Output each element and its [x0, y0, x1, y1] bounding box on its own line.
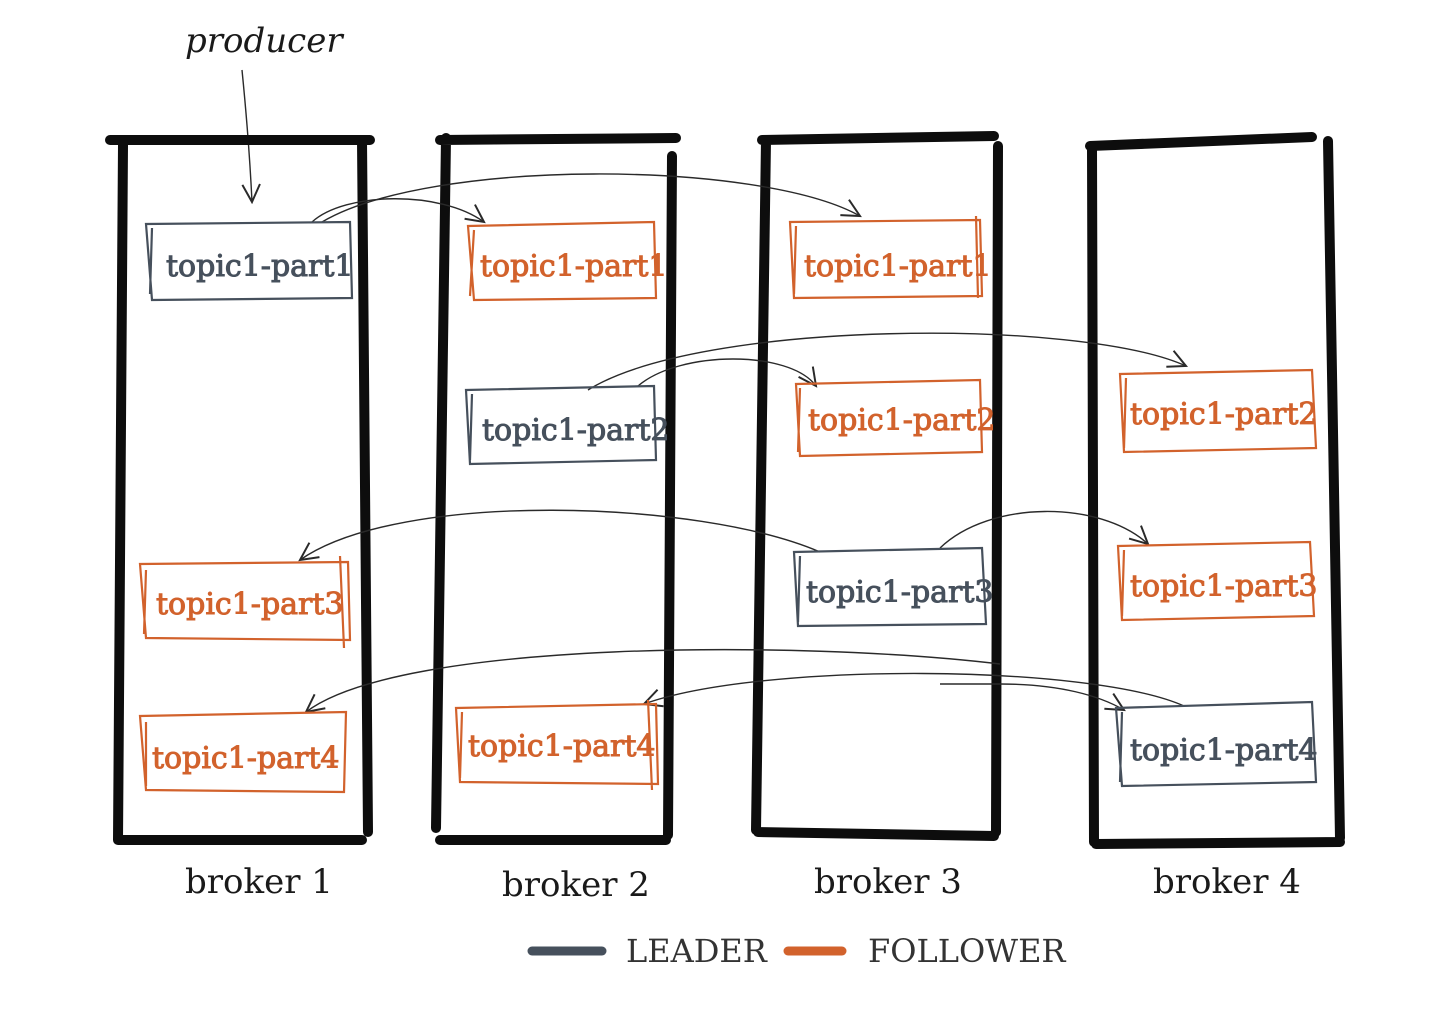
partition-b3-p2: topic1-part2: [794, 378, 996, 458]
leader-legend-label: LEADER: [626, 932, 768, 970]
partition-b1-p3: topic1-part3: [138, 555, 352, 649]
partition-label: topic1-part4: [152, 741, 340, 776]
arrow-part1-to-broker2: [311, 198, 484, 222]
arrow-part3-to-broker1: [300, 509, 821, 560]
partition-b4-p2: topic1-part2: [1118, 368, 1318, 454]
broker-1: broker 1: [105, 135, 375, 902]
partition-b2-p1: topic1-part1: [466, 220, 668, 302]
partition-label: topic1-part4: [468, 729, 656, 764]
partition-b1-p4: topic1-part4: [138, 710, 348, 794]
partition-label: topic1-part3: [156, 587, 344, 622]
partition-b3-p3: topic1-part3: [792, 546, 994, 628]
legend: LEADER FOLLOWER: [527, 932, 1066, 970]
broker-label: broker 3: [814, 862, 962, 902]
arrow-part1-to-broker3: [321, 173, 860, 223]
partition-label: topic1-part1: [166, 249, 354, 284]
partition-label: topic1-part3: [806, 575, 994, 610]
arrow-part3-to-broker4: [939, 510, 1148, 549]
partition-label: topic1-part1: [480, 249, 668, 284]
partition-label: topic1-part2: [1130, 397, 1318, 432]
arrow-part2-to-broker4: [587, 332, 1186, 391]
partition-label: topic1-part1: [804, 249, 992, 284]
arrow-part4-to-broker1: [306, 648, 1001, 712]
arrow-part2-to-broker3: [637, 358, 816, 386]
follower-legend-label: FOLLOWER: [868, 932, 1066, 970]
partition-b4-p4: topic1-part4: [1114, 700, 1318, 788]
partition-label: topic1-part4: [1130, 733, 1318, 768]
arrow-part4-source: [940, 683, 1124, 710]
partition-b1-p1: topic1-part1: [144, 220, 354, 302]
partition-b4-p3: topic1-part3: [1116, 540, 1318, 622]
arrow-part4-to-broker2: [644, 672, 1185, 706]
partition-label: topic1-part3: [1130, 569, 1318, 604]
partition-b2-p4: topic1-part4: [454, 699, 660, 791]
broker-label: broker 2: [502, 865, 650, 905]
broker-2: broker 2: [431, 133, 681, 905]
broker-label: broker 1: [185, 862, 333, 902]
partition-label: topic1-part2: [808, 403, 996, 438]
partition-b3-p1: topic1-part1: [788, 215, 992, 300]
broker-3: broker 3: [751, 131, 1003, 902]
partition-b2-p2: topic1-part2: [464, 384, 670, 466]
producer-label: producer: [185, 21, 344, 61]
partition-label: topic1-part2: [482, 413, 670, 448]
broker-label: broker 4: [1153, 862, 1301, 902]
replication-arrows: [300, 173, 1186, 712]
broker-4: broker 4: [1085, 132, 1345, 902]
